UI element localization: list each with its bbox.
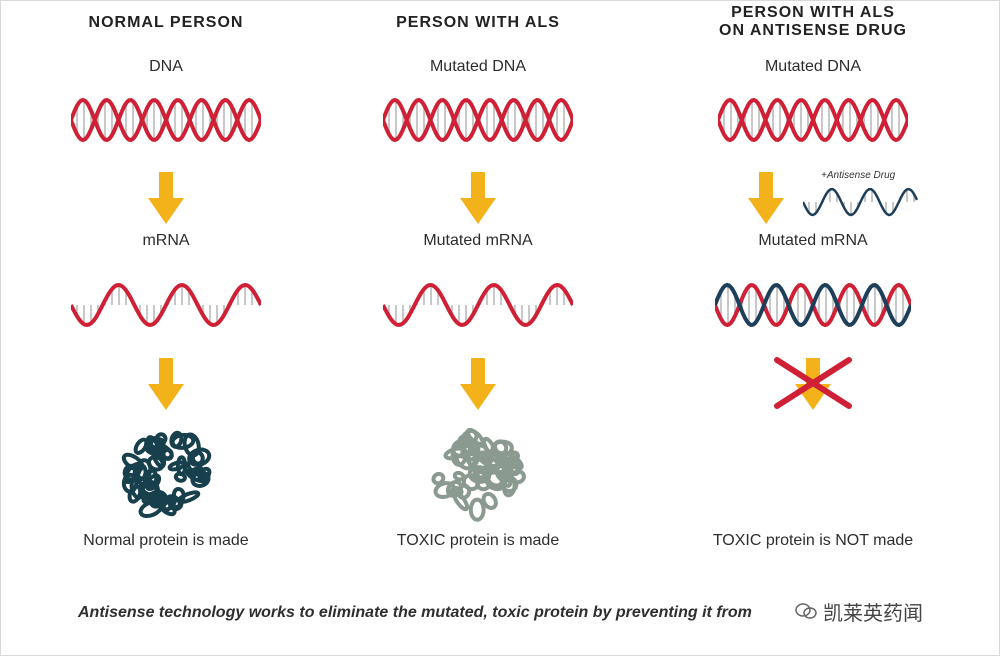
mrna-label: mRNA (142, 232, 190, 249)
antisense-strand-line (715, 282, 911, 328)
down-arrow-icon (460, 172, 496, 224)
mrna-strand (383, 282, 573, 328)
protein-coil (456, 483, 472, 500)
mrna-antisense-duplex (715, 282, 911, 328)
protein-coil (153, 443, 174, 461)
protein-coil (148, 492, 166, 509)
dna-strand-b (383, 97, 573, 143)
down-arrow-icon (748, 172, 784, 224)
mutated-mrna-label: Mutated mRNA (758, 232, 868, 249)
toxic-protein-blob (431, 427, 526, 522)
dna-double-helix (383, 97, 573, 143)
mrna-strand-line (71, 282, 261, 328)
protein-coil (471, 443, 490, 462)
column-title: PERSON WITH ALS (396, 14, 560, 31)
wechat-icon (795, 603, 817, 619)
mutated-dna-label: Mutated DNA (764, 58, 862, 75)
column-title: NORMAL PERSON (88, 14, 244, 31)
protein-coil (168, 496, 184, 512)
protein-coil (467, 465, 492, 484)
protein-coil (484, 467, 505, 488)
dna-strand-b (718, 97, 908, 143)
arrow-shape (460, 358, 496, 410)
arrow-shape (148, 358, 184, 410)
dna-strand-b (71, 97, 261, 143)
antisense-strand-line (803, 187, 918, 217)
watermark: 凯莱英药闻 (795, 596, 985, 626)
dna-label: DNA (149, 58, 183, 75)
column-title: PERSON WITH ALS ON ANTISENSE DRUG (719, 4, 907, 39)
protein-coil (129, 477, 145, 500)
watermark-text: 凯莱英药闻 (823, 600, 923, 625)
mutated-mrna-label: Mutated mRNA (423, 232, 533, 249)
protein-coil (478, 454, 500, 469)
antisense-drug-strand (803, 187, 918, 217)
protein-coil (468, 497, 486, 522)
down-arrow-icon (148, 358, 184, 410)
arrow-shape (460, 172, 496, 224)
protein-coil (122, 463, 140, 482)
mutated-dna-label: Mutated DNA (429, 58, 527, 75)
protein-coil (142, 468, 159, 490)
protein-coil (509, 469, 526, 485)
caption: Antisense technology works to eliminate … (78, 604, 752, 621)
column-person-with-als: PERSON WITH ALS Mutated DNA Mutated mRNA… (328, 0, 628, 580)
protein-coil (133, 437, 149, 455)
protein-coil (481, 491, 498, 510)
protein-coil (452, 470, 466, 482)
down-arrow-icon (148, 172, 184, 224)
dna-double-helix (718, 97, 908, 143)
cross-stroke (774, 357, 852, 409)
protein-coil (431, 471, 446, 486)
result-label: TOXIC protein is made (396, 532, 560, 549)
arrow-shape (748, 172, 784, 224)
protein-coil (490, 439, 514, 458)
arrow-shape (148, 172, 184, 224)
down-arrow-icon (460, 358, 496, 410)
column-normal-person: NORMAL PERSON DNA mRNA Normal protein is… (16, 0, 316, 580)
antisense-drug-label: +Antisense Drug (821, 170, 896, 181)
protein-coil (170, 432, 196, 450)
protein-coil (450, 443, 468, 467)
mrna-strand-line (383, 282, 573, 328)
result-label: TOXIC protein is NOT made (712, 532, 914, 549)
protein-coil (173, 471, 187, 483)
column-als-antisense-drug: PERSON WITH ALS ON ANTISENSE DRUG Mutate… (663, 0, 963, 580)
protein-coil (185, 468, 209, 484)
dna-double-helix (71, 97, 261, 143)
normal-protein-blob (121, 430, 212, 519)
result-label: Normal protein is made (83, 532, 249, 549)
blocked-arrow-cross-icon (774, 357, 852, 410)
mrna-strand (71, 282, 261, 328)
